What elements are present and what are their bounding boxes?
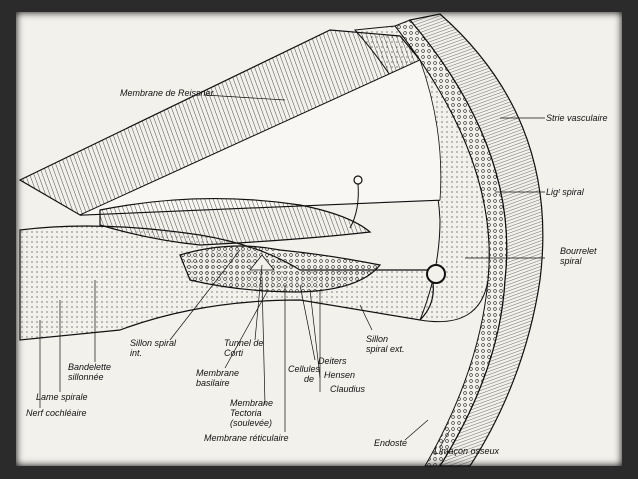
organ-of-corti xyxy=(179,245,382,293)
label-text: de xyxy=(304,374,315,384)
label-text: int. xyxy=(130,348,143,358)
label-text: Hensen xyxy=(324,370,356,380)
label-text: Corti xyxy=(224,348,244,358)
label-text: sillonnée xyxy=(68,372,104,382)
label-text: spiral ext. xyxy=(366,344,405,354)
label-text: Sillon spiral xyxy=(130,338,177,348)
label-text: Nerf cochléaire xyxy=(26,408,87,418)
label-text: spiral xyxy=(560,256,582,266)
label-text: Lame spirale xyxy=(36,392,88,402)
label-ligament-spiral: Ligᵗ spiral xyxy=(546,187,584,197)
spiral-prominence xyxy=(426,264,446,284)
label-claudius: Claudius xyxy=(330,384,365,394)
label-text: basilaire xyxy=(196,378,230,388)
label-text: Membrane de Reissner xyxy=(120,88,214,98)
label-text: Bourrelet xyxy=(560,246,597,256)
label-text: Limaçon osseux xyxy=(434,446,500,456)
label-text: Ligᵗ spiral xyxy=(546,187,584,197)
label-membrane-reticulaire: Membrane réticulaire xyxy=(204,433,289,443)
label-text: Tunnel de xyxy=(224,338,264,348)
label-text: Membrane xyxy=(196,368,240,378)
leader-lines xyxy=(39,94,545,448)
label-deiters: Deiters xyxy=(318,356,347,366)
label-text: Membrane xyxy=(230,398,274,408)
tunnel-of-corti xyxy=(249,254,275,271)
label-text: Claudius xyxy=(330,384,366,394)
label-text: Bandelette xyxy=(68,362,112,372)
label-text: Membrane réticulaire xyxy=(204,433,289,443)
label-reissner-membrane: Membrane de Reissner xyxy=(120,88,214,98)
label-text: Endoste xyxy=(374,438,408,448)
label-text: Deiters xyxy=(318,356,347,366)
label-text: (soulevée) xyxy=(230,418,273,428)
label-strie-vasculaire: Strie vasculaire xyxy=(546,113,608,123)
reissner-roof xyxy=(18,29,421,216)
label-limacon-osseux: Limaçon osseux xyxy=(434,446,499,456)
label-text: Sillon xyxy=(366,334,389,344)
label-lame-spirale: Lame spirale xyxy=(36,392,88,402)
label-text: Cellules xyxy=(288,364,321,374)
scala-media xyxy=(79,59,442,216)
tectorial-membrane xyxy=(99,198,372,246)
label-hensen: Hensen xyxy=(324,370,355,380)
label-text: Tectoria xyxy=(230,408,262,418)
label-text: Strie vasculaire xyxy=(546,113,608,123)
label-nerf-cochleaire: Nerf cochléaire xyxy=(26,408,87,418)
label-endoste: Endoste xyxy=(374,438,407,448)
